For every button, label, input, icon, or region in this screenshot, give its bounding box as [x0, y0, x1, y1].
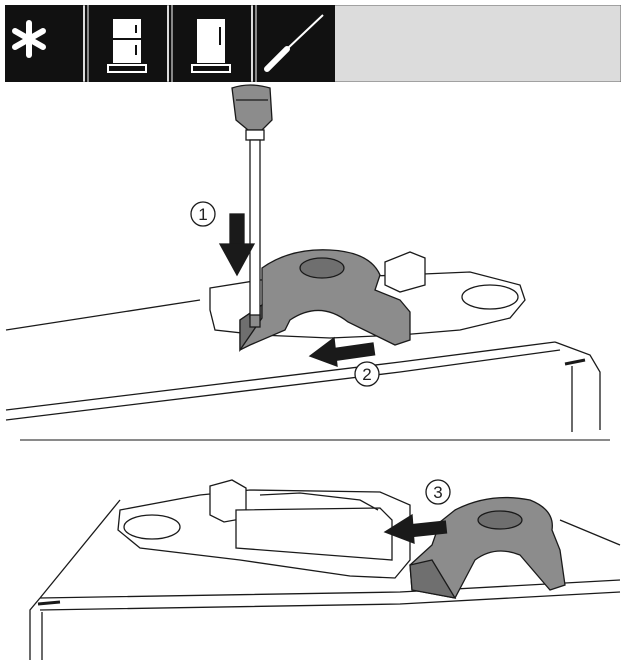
- svg-text:2: 2: [362, 365, 371, 384]
- arrow-down: [218, 213, 256, 277]
- arrow-left-lower: [383, 513, 448, 544]
- cabinet-top-edge: [5, 299, 201, 331]
- step-3-marker: 3: [425, 479, 451, 505]
- cabinet-front-edge-lower: [39, 579, 621, 599]
- fridge-icon: [169, 5, 251, 82]
- hinge-hole: [299, 257, 345, 279]
- upper-scene: [5, 84, 601, 432]
- svg-text:1: 1: [198, 205, 207, 224]
- screwdriver: [231, 84, 273, 328]
- arrow-left: [308, 336, 376, 367]
- fridge-freezer-icon: [85, 5, 167, 82]
- cabinet-top-edge-lower: [559, 519, 621, 546]
- svg-text:3: 3: [433, 483, 442, 502]
- step-2-marker: 2: [354, 361, 380, 387]
- asterisk-icon: [5, 5, 83, 82]
- lower-scene: [29, 479, 621, 660]
- toolbar: [5, 5, 621, 82]
- step-1-marker: 1: [190, 201, 216, 227]
- hinge-part-lower: [409, 496, 566, 599]
- cabinet-front-edge: [5, 349, 561, 421]
- screwdriver-icon: [253, 5, 335, 82]
- hinge-part: [239, 249, 411, 352]
